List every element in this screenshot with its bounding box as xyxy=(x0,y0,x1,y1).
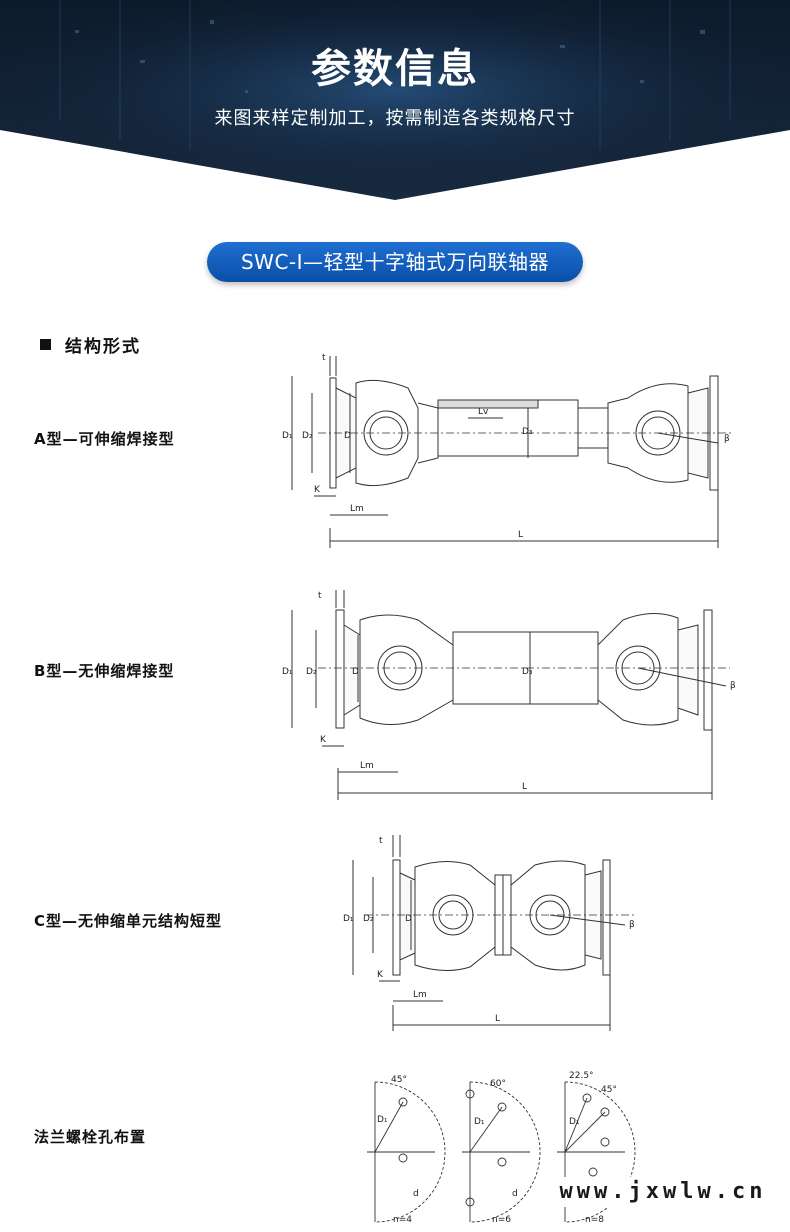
banner-background xyxy=(0,0,790,200)
dim-lv: Lv xyxy=(478,407,489,417)
page-title: 参数信息 xyxy=(311,46,479,92)
section-title: 结构形式 xyxy=(65,337,141,357)
bolt-layout-n6: 60° D₁ d n=6 xyxy=(462,1079,541,1225)
dim-lm: Lm xyxy=(350,504,364,514)
type-a-label: A型—可伸缩焊接型 xyxy=(34,430,175,448)
section-heading: 结构形式 xyxy=(40,332,141,357)
dim-d2: D₂ xyxy=(302,431,313,441)
dim-l: L xyxy=(495,1014,500,1024)
svg-text:22.5°: 22.5° xyxy=(569,1071,594,1081)
page-subtitle: 来图来样定制加工，按需制造各类规格尺寸 xyxy=(214,108,576,129)
svg-text:n=8: n=8 xyxy=(585,1215,604,1225)
dim-t: t xyxy=(322,353,326,363)
dim-k: K xyxy=(377,970,384,980)
dim-d1: D₁ xyxy=(282,667,293,677)
dim-d3: D₃ xyxy=(522,427,533,437)
dim-d1: D₁ xyxy=(343,914,354,924)
dim-d2: D₂ xyxy=(306,667,317,677)
svg-text:D₁: D₁ xyxy=(569,1117,580,1127)
drawing-type-c: t D₁ D₂ D K Lm L β xyxy=(335,835,645,1035)
site-watermark: www.jxwlw.cn xyxy=(543,1177,783,1207)
drawing-type-a: t D₁ D₂ D D₃ Lv K Lm L β xyxy=(278,348,738,553)
dim-beta: β xyxy=(730,681,736,691)
svg-text:D₁: D₁ xyxy=(377,1115,388,1125)
svg-text:60°: 60° xyxy=(490,1079,506,1089)
dim-beta: β xyxy=(724,434,730,444)
dim-lm: Lm xyxy=(360,761,374,771)
svg-text:d: d xyxy=(512,1189,518,1199)
dim-l: L xyxy=(522,782,527,792)
dim-d: D xyxy=(405,914,412,924)
dim-t: t xyxy=(318,591,322,601)
dim-k: K xyxy=(314,485,321,495)
type-b-label: B型—无伸缩焊接型 xyxy=(34,662,175,680)
dim-k: K xyxy=(320,735,327,745)
svg-text:n=4: n=4 xyxy=(393,1215,412,1225)
dim-d2: D₂ xyxy=(363,914,374,924)
dim-l: L xyxy=(518,530,523,540)
dim-t: t xyxy=(379,836,383,846)
bolt-layout-n4: 45° D₁ d n=4 xyxy=(367,1075,446,1225)
drawing-bolt-layouts: 45° D₁ d n=4 60° D₁ d n=6 22.5° 45° D₁ n… xyxy=(355,1062,640,1227)
svg-text:D₁: D₁ xyxy=(474,1117,485,1127)
svg-text:n=6: n=6 xyxy=(492,1215,511,1225)
dim-d: D xyxy=(344,431,351,441)
product-name-badge: SWC-I—轻型十字轴式万向联轴器 xyxy=(207,242,583,282)
bolt-layout-n8: 22.5° 45° D₁ n=8 xyxy=(557,1071,636,1225)
dim-d1: D₁ xyxy=(282,431,293,441)
bolt-layout-label: 法兰螺栓孔布置 xyxy=(34,1128,147,1146)
svg-text:d: d xyxy=(413,1189,419,1199)
dim-d: D xyxy=(352,667,359,677)
square-bullet-icon xyxy=(40,339,51,350)
svg-text:45°: 45° xyxy=(601,1085,617,1095)
type-c-label: C型—无伸缩单元结构短型 xyxy=(34,912,223,930)
drawing-type-b: t D₁ D₂ D D₃ K Lm L β xyxy=(278,590,738,805)
svg-text:45°: 45° xyxy=(391,1075,407,1085)
dim-beta: β xyxy=(629,920,635,930)
dim-d3: D₃ xyxy=(522,667,533,677)
header-banner: 参数信息 来图来样定制加工，按需制造各类规格尺寸 xyxy=(0,0,790,200)
dim-lm: Lm xyxy=(413,990,427,1000)
